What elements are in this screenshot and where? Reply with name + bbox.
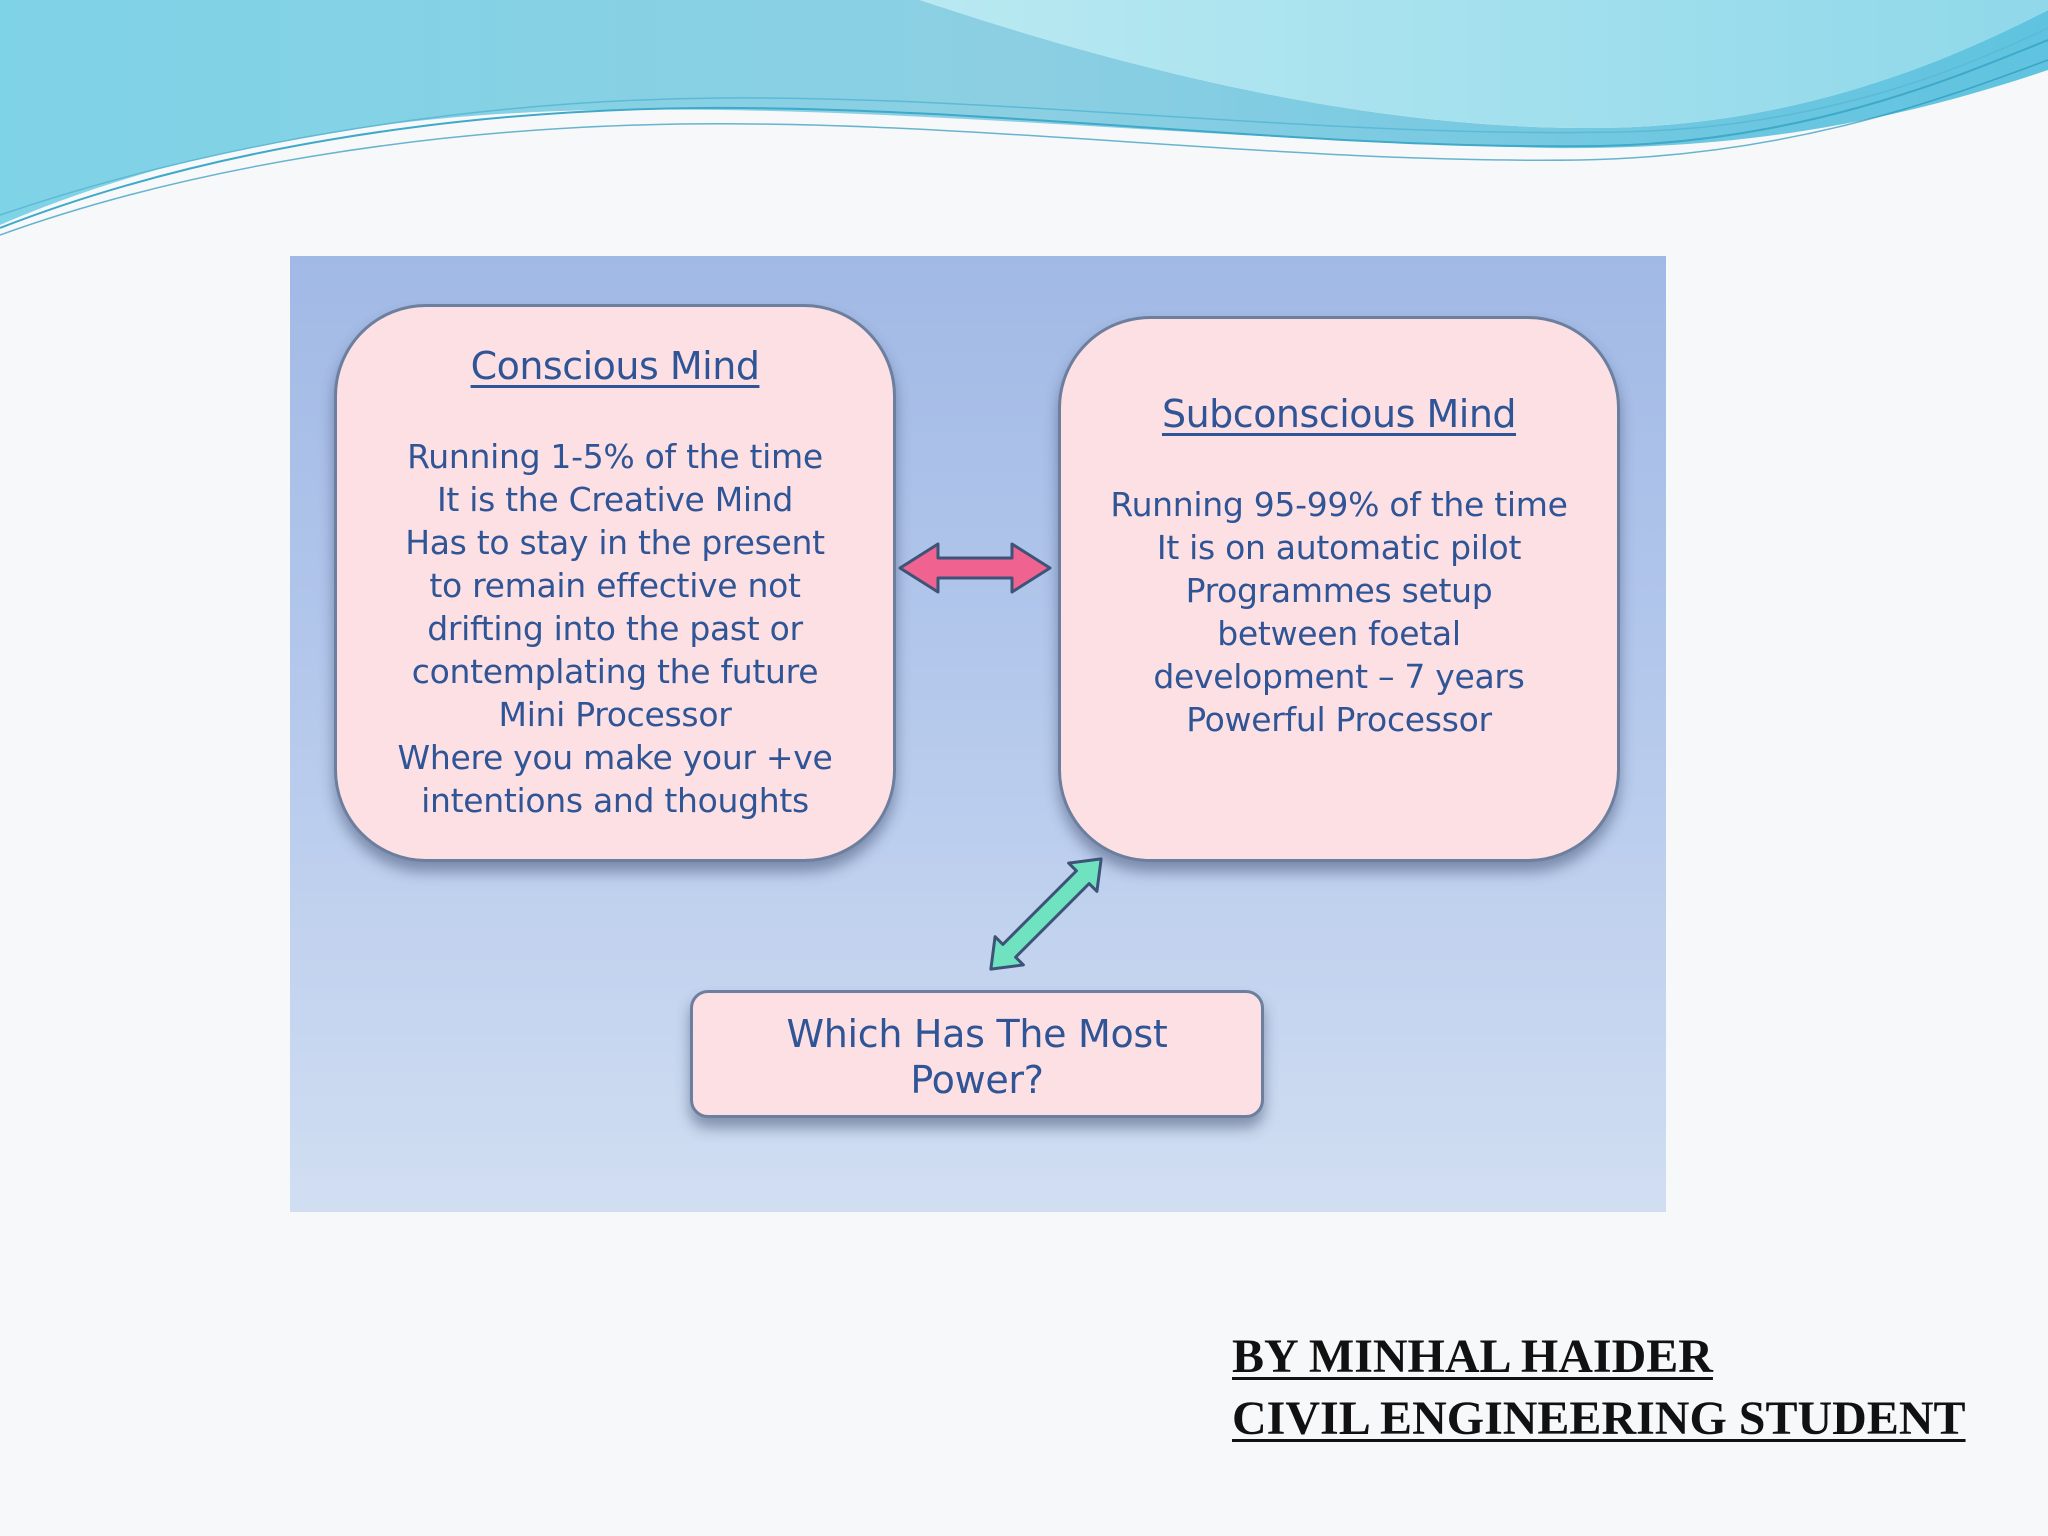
subconscious-mind-title: Subconscious Mind xyxy=(1161,392,1517,436)
conscious-line: Running 1-5% of the time xyxy=(407,437,823,476)
subconscious-line: between foetal xyxy=(1217,614,1461,653)
conscious-line: Has to stay in the present xyxy=(405,523,825,562)
conscious-mind-box: Conscious Mind Running 1-5% of the time … xyxy=(334,304,896,862)
conscious-line: drifting into the past or xyxy=(427,609,803,648)
subconscious-line: It is on automatic pilot xyxy=(1156,528,1522,567)
author-name: BY MINHAL HAIDER xyxy=(1232,1330,1713,1383)
conscious-line: Where you make your +ve xyxy=(397,738,833,777)
conscious-line: to remain effective not xyxy=(429,566,801,605)
question-text: Which Has The Most Power? xyxy=(786,1012,1168,1102)
header-wave-decoration xyxy=(0,0,2048,236)
question-box: Which Has The Most Power? xyxy=(690,990,1264,1118)
double-arrow-horizontal xyxy=(898,542,1052,594)
conscious-line: It is the Creative Mind xyxy=(436,480,794,519)
conscious-line: Mini Processor xyxy=(498,695,732,734)
conscious-line: intentions and thoughts xyxy=(421,781,809,820)
conscious-line: contemplating the future xyxy=(411,652,819,691)
conscious-mind-title: Conscious Mind xyxy=(470,344,760,388)
double-arrow-diagonal xyxy=(989,857,1103,971)
author-role: CIVIL ENGINEERING STUDENT xyxy=(1232,1392,1966,1445)
subconscious-mind-box: Subconscious Mind Running 95-99% of the … xyxy=(1058,316,1620,862)
author-credits: BY MINHAL HAIDER CIVIL ENGINEERING STUDE… xyxy=(1232,1326,1966,1450)
subconscious-line: Programmes setup xyxy=(1185,571,1493,610)
subconscious-line: development – 7 years xyxy=(1153,657,1525,696)
subconscious-line: Running 95-99% of the time xyxy=(1110,485,1568,524)
subconscious-line: Powerful Processor xyxy=(1186,700,1492,739)
diagram-panel: Conscious Mind Running 1-5% of the time … xyxy=(290,256,1666,1212)
